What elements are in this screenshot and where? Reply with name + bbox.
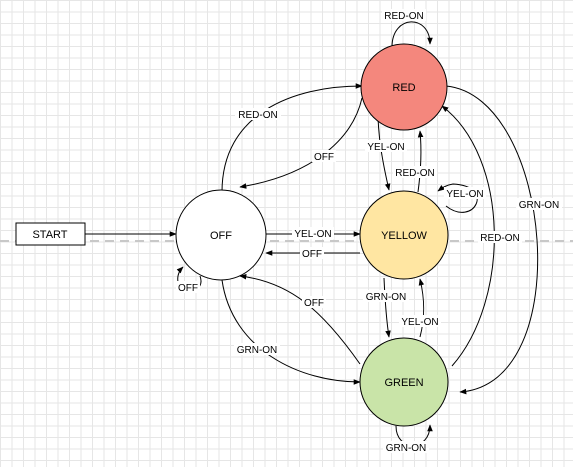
edge-label-red-self: RED-ON [382,9,426,22]
edge-green-to-red [441,105,495,367]
edge-yellow-to-red [417,130,424,193]
state-green: GREEN [359,337,449,427]
svg-text:YEL-ON: YEL-ON [446,189,483,200]
svg-text:RED-ON: RED-ON [395,168,434,179]
svg-text:YEL-ON: YEL-ON [294,229,331,240]
edge-label-red-to-yellow: YEL-ON [365,140,407,153]
edge-yellow-to-green [383,277,391,338]
svg-text:RED-ON: RED-ON [384,11,423,22]
state-red-circle [360,43,448,131]
edge-label-green-to-yellow: YEL-ON [399,315,441,328]
edge-yellow-self [437,183,478,213]
svg-text:OFF: OFF [314,152,334,163]
edge-green-to-yellow [418,278,425,338]
state-off-label: OFF [210,230,232,242]
svg-text:YEL-ON: YEL-ON [367,142,404,153]
edge-label-yellow-self: YEL-ON [444,187,486,200]
state-red: RED [360,43,448,131]
svg-text:RED-ON: RED-ON [238,110,277,121]
start-label: START [32,229,67,241]
svg-text:OFF: OFF [178,283,198,294]
edge-label-green-self: GRN-ON [383,441,429,454]
edge-label-off-to-red: RED-ON [235,108,281,121]
edge-label-green-to-off: OFF [302,296,326,309]
state-off: OFF [175,189,267,281]
svg-text:GRN-ON: GRN-ON [386,443,427,454]
state-green-label: GREEN [384,377,423,389]
svg-text:YEL-ON: YEL-ON [401,317,438,328]
edge-off-to-green [221,279,361,385]
edge-label-green-to-red: RED-ON [478,231,522,244]
state-green-circle [359,337,449,427]
edge-red-to-green [445,85,539,395]
svg-text:GRN-ON: GRN-ON [519,200,560,211]
svg-text:GRN-ON: GRN-ON [366,292,407,303]
state-yellow-label: YELLOW [381,230,427,242]
start-node: START [15,222,86,246]
edge-label-off-self: OFF [176,281,200,294]
edge-label-off-to-yellow: YEL-ON [292,227,334,240]
edge-label-yellow-to-green: GRN-ON [363,290,409,303]
edge-label-yellow-to-red: RED-ON [393,166,437,179]
svg-text:RED-ON: RED-ON [480,233,519,244]
svg-text:GRN-ON: GRN-ON [237,345,278,356]
edge-label-red-to-green: GRN-ON [516,198,562,211]
state-off-circle [175,189,267,281]
state-yellow-circle [359,190,449,280]
edge-label-red-to-off: OFF [312,150,336,163]
edge-red-self [391,21,433,48]
svg-text:OFF: OFF [302,249,322,260]
svg-text:OFF: OFF [304,298,324,309]
edge-label-off-to-green: GRN-ON [234,343,280,356]
edge-label-yellow-to-off: OFF [300,247,324,260]
state-yellow: YELLOW [359,190,449,280]
state-red-label: RED [392,82,415,94]
